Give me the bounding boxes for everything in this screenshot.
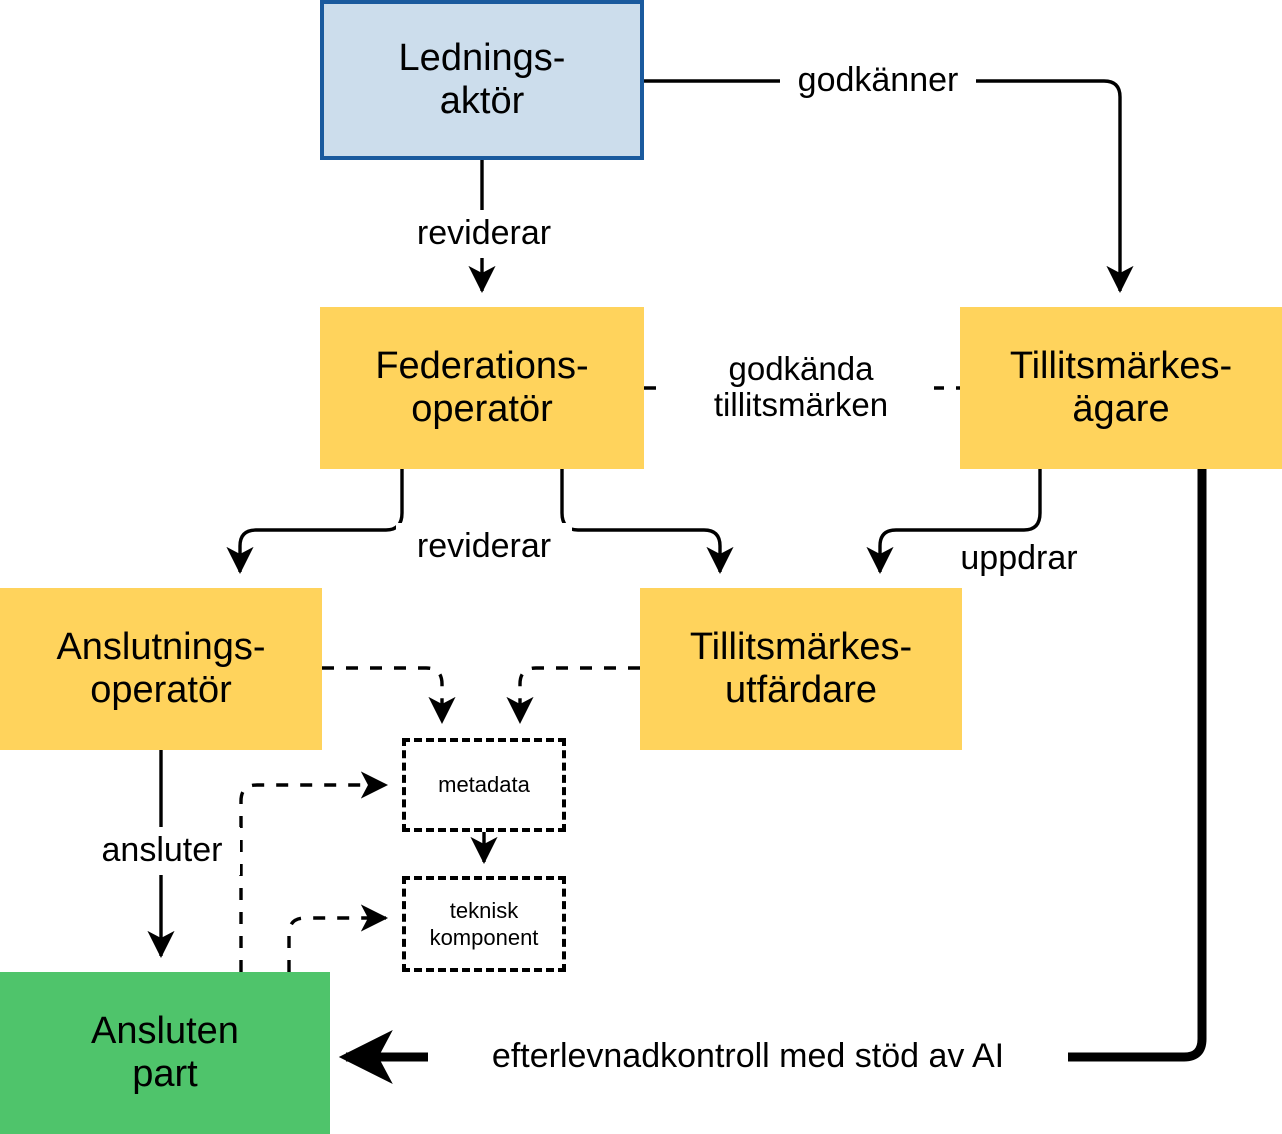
edge-label-godkanner: godkänner [780, 58, 976, 104]
edge-reviderar-right [560, 469, 734, 575]
edge-reviderar-left [226, 469, 404, 575]
edge-label-uppdrar: uppdrar [940, 535, 1098, 583]
node-tillitsmarkesutfardare[interactable]: Tillitsmärkes- utfärdare [640, 588, 962, 750]
edge-ansluten-part-teknisk [287, 904, 389, 972]
edge-label-godkanda-tillitsmarken: godkända tillitsmärken [668, 338, 934, 436]
node-metadata[interactable]: metadata [402, 738, 566, 832]
edge-uppdrar [866, 469, 1042, 575]
edge-tillitsmarkesutfardare-metadata [506, 666, 640, 725]
edge-label-reviderar-mid: reviderar [396, 523, 572, 571]
edge-ansluten-part-metadata [239, 771, 389, 972]
node-ledningsaktor[interactable]: Lednings- aktör [320, 0, 644, 160]
edge-efterlevnadkontroll [338, 469, 1207, 1084]
node-tillitsmarkesagare[interactable]: Tillitsmärkes- ägare [960, 307, 1282, 469]
node-anslutningsoperator[interactable]: Anslutnings- operatör [0, 588, 322, 750]
node-ansluten-part[interactable]: Ansluten part [0, 972, 330, 1134]
node-teknisk-komponent[interactable]: teknisk komponent [402, 876, 566, 972]
edge-label-ansluter: ansluter [84, 827, 240, 875]
edge-label-reviderar-top: reviderar [396, 210, 572, 258]
edge-anslutningsoperator-metadata [322, 666, 456, 725]
node-federationsoperator[interactable]: Federations- operatör [320, 307, 644, 469]
edge-godkanner [644, 79, 1134, 294]
edge-label-efterlevnadkontroll: efterlevnadkontroll med stöd av AI [428, 1032, 1068, 1082]
